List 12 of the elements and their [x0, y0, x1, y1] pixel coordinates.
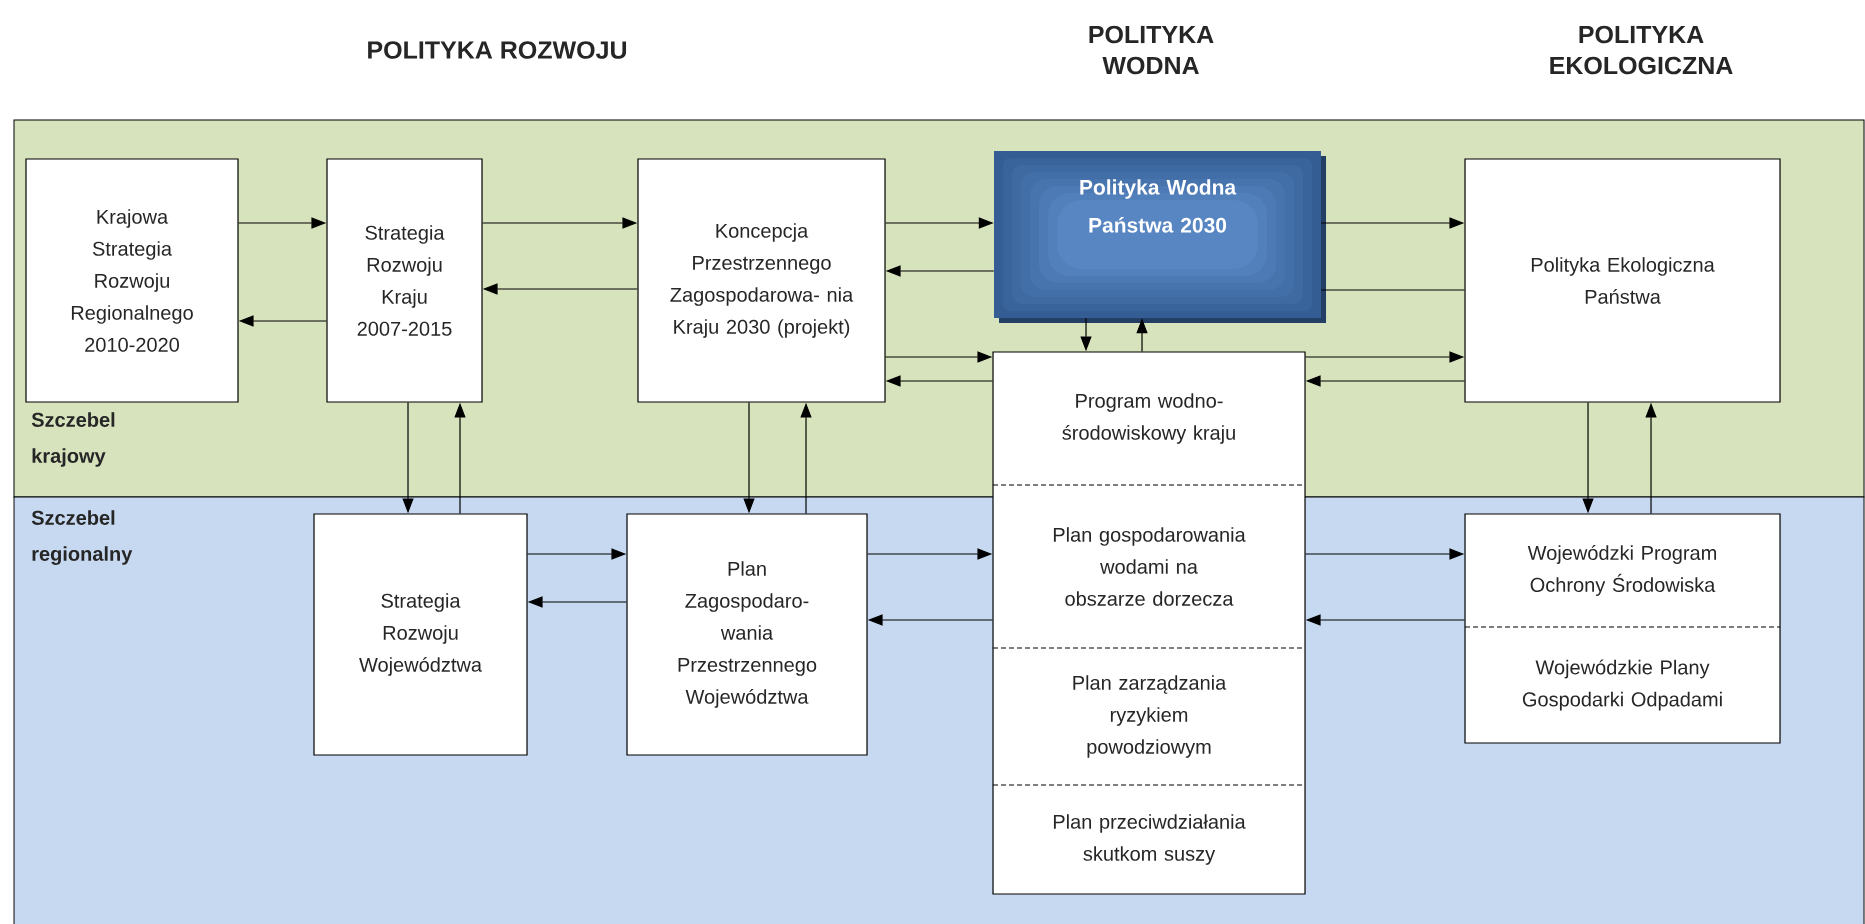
- document-box: Plan Zagospodaro- wania Przestrzennego Województwa: [626, 513, 868, 756]
- document-box: Wojewódzki Program Ochrony Środowiska Wojewódzkie Plany Gospodarki Odpadami: [1464, 513, 1781, 744]
- column-heading: POLITYKA EKOLOGICZNA: [1550, 25, 1733, 75]
- document-box: Strategia Rozwoju Kraju 2007-2015: [326, 158, 483, 403]
- column-heading: POLITYKA ROZWOJU: [368, 41, 627, 59]
- document-box: Strategia Rozwoju Województwa: [313, 513, 528, 756]
- column-heading: POLITYKA WODNA: [1089, 25, 1214, 75]
- document-box: Krajowa Strategia Rozwoju Regionalnego 2010-2020: [25, 158, 239, 403]
- document-box: Program wodno- środowiskowy kraju Plan gospodarowania wodami na obszarze dorzecza Plan zarządzania ryzykiem powodziowym Plan przeciwdziałania skutkom suszy: [992, 351, 1306, 895]
- document-box: Koncepcja Przestrzennego Zagospodarowa- nia Kraju 2030 (projekt): [637, 158, 886, 403]
- document-box: Polityka Ekologiczna Państwa: [1464, 158, 1781, 403]
- policy-box: Polityka Wodna Państwa 2030: [994, 151, 1326, 323]
